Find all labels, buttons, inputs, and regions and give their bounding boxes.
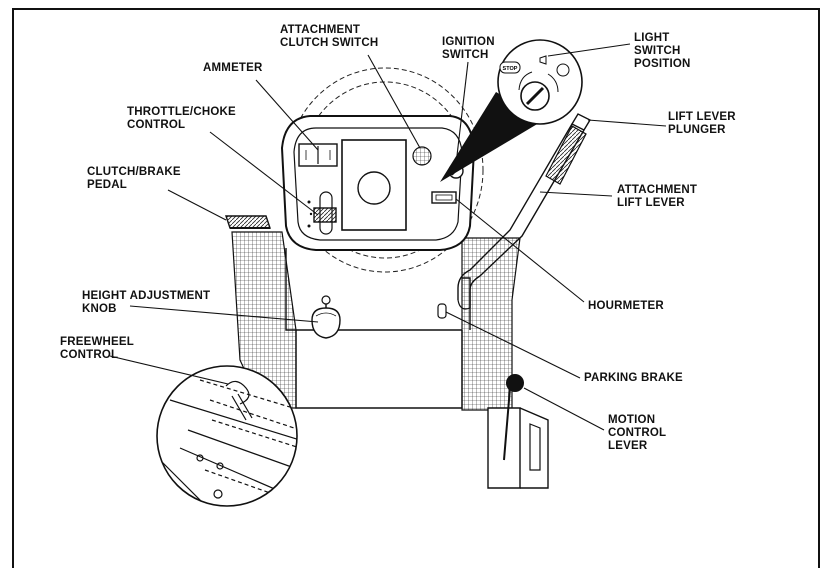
freewheel-detail-callout (156, 365, 298, 507)
attachment-lift-lever-icon (457, 123, 585, 310)
label-clutch-brake-pedal: CLUTCH/BRAKE PEDAL (87, 166, 181, 191)
label-freewheel-control: FREEWHEEL CONTROL (60, 336, 134, 361)
label-attachment-lift-lever: ATTACHMENT LIFT LEVER (617, 184, 698, 209)
clutch-brake-pedal-icon (225, 215, 271, 229)
label-motion-control-lever: MOTION CONTROL LEVER (608, 414, 667, 452)
label-throttle-choke-control: THROTTLE/CHOKE CONTROL (127, 106, 236, 131)
lift-lever-grip (545, 113, 591, 185)
steering-hub (341, 139, 407, 231)
label-ammeter: AMMETER (203, 62, 263, 74)
label-light-switch-position: LIGHT SWITCH POSITION (634, 32, 691, 70)
motion-control-lever-icon (487, 374, 549, 489)
light-switch-callout: STOP (440, 39, 583, 182)
label-attachment-clutch-switch: ATTACHMENT CLUTCH SWITCH (280, 24, 379, 49)
ammeter-gauge (298, 143, 338, 167)
stop-mark: STOP (503, 66, 518, 72)
leader-lines (109, 43, 667, 431)
label-height-adjustment-knob: HEIGHT ADJUSTMENT KNOB (82, 290, 211, 315)
label-hourmeter: HOURMETER (588, 300, 664, 312)
height-adjustment-knob-icon (311, 295, 341, 339)
parking-brake-icon (437, 303, 447, 319)
label-parking-brake: PARKING BRAKE (584, 372, 683, 384)
hourmeter-icon (431, 191, 457, 204)
label-ignition-switch: IGNITION SWITCH (442, 36, 495, 61)
throttle-choke-control-icon (307, 191, 337, 235)
label-lift-lever-plunger: LIFT LEVER PLUNGER (668, 111, 736, 136)
attachment-clutch-switch-icon (412, 146, 432, 166)
figure-frame (12, 8, 820, 568)
